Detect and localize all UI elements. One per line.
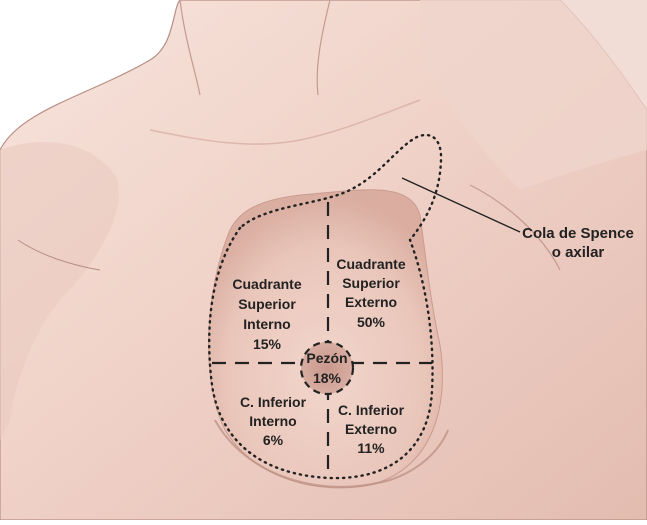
nipple-pct: 18% [313, 370, 342, 386]
upper-inner-line3: Interno [243, 316, 290, 332]
lower-outer-pct: 11% [357, 440, 385, 456]
breast-mound [209, 190, 443, 488]
upper-outer-line1: Cuadrante [336, 256, 405, 272]
lower-inner-pct: 6% [263, 432, 284, 448]
upper-inner-line1: Cuadrante [232, 276, 301, 292]
upper-outer-pct: 50% [357, 314, 386, 330]
nipple-line1: Pezón [306, 350, 347, 366]
upper-outer-line3: Externo [345, 294, 397, 310]
lower-outer-line2: Externo [345, 421, 397, 437]
spence-line1: Cola de Spence [522, 225, 634, 242]
upper-inner-pct: 15% [253, 336, 282, 352]
lower-inner-line1: C. Inferior [240, 394, 307, 410]
upper-inner-line2: Superior [238, 296, 296, 312]
lower-inner-line2: Interno [249, 413, 296, 429]
spence-line2: o axilar [552, 244, 605, 261]
upper-outer-line2: Superior [342, 275, 400, 291]
lower-outer-line1: C. Inferior [338, 402, 405, 418]
